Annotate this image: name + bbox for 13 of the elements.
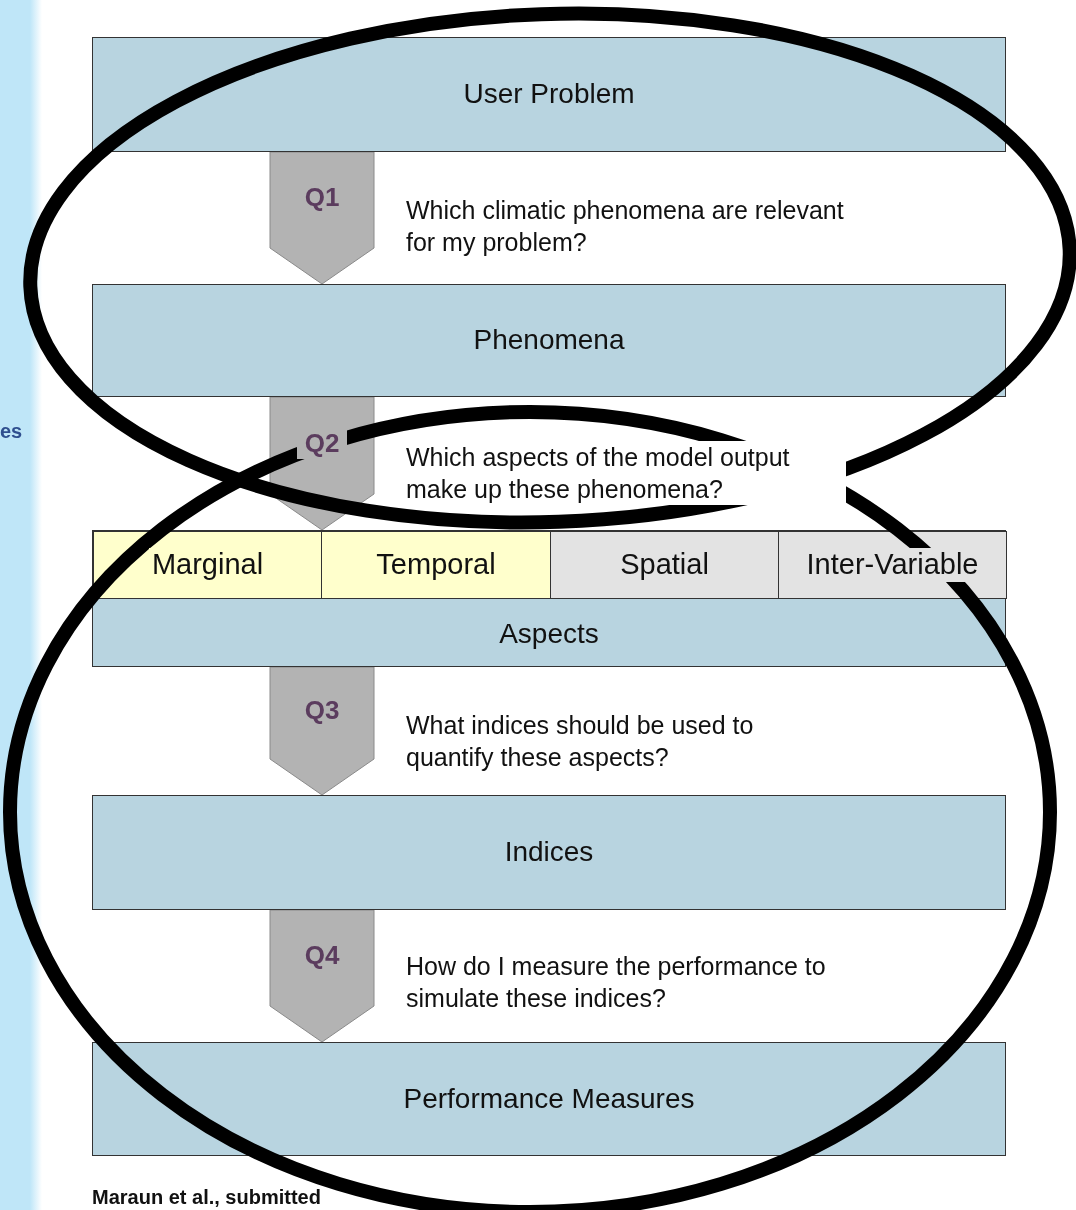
aspect-cell <box>321 531 551 599</box>
aspect-cell <box>550 531 779 599</box>
question-text: Which aspects of the model output make up these phenomena? <box>406 441 846 505</box>
aspect-cell <box>93 531 322 599</box>
citation: Maraun et al., submitted <box>92 1186 321 1209</box>
process-box <box>92 284 1006 397</box>
side-panel-text: es <box>0 420 23 443</box>
edge-label: Q2 <box>297 427 347 459</box>
aspects-box <box>92 530 1006 667</box>
process-box <box>92 795 1006 910</box>
process-box <box>92 1042 1006 1156</box>
aspect-cell <box>778 531 1007 599</box>
process-box <box>92 37 1006 152</box>
